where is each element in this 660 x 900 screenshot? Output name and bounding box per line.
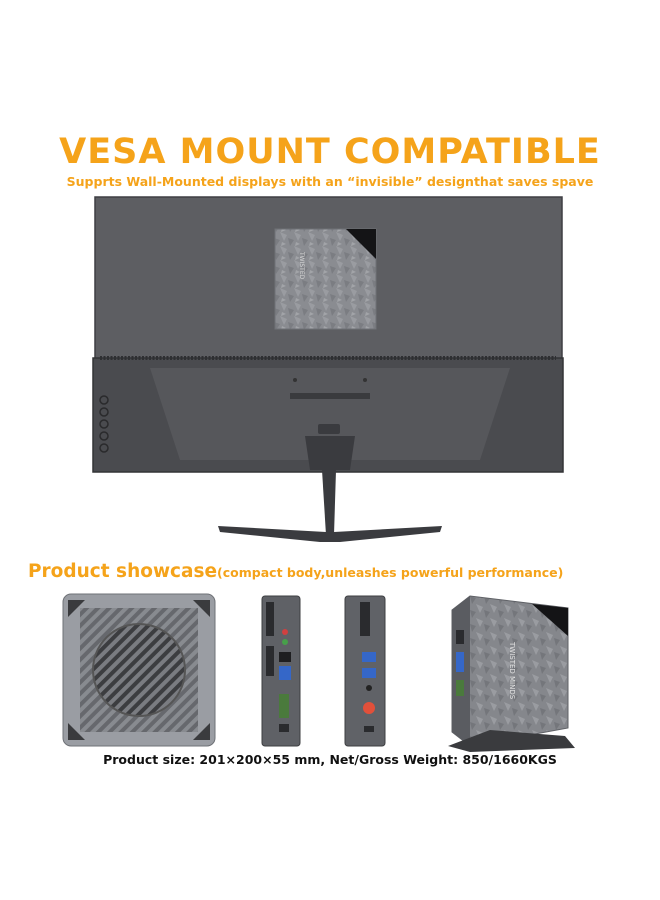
product-logo: TWISTED MINDS xyxy=(508,641,516,700)
headline: VESA MOUNT COMPATIBLE xyxy=(59,132,601,172)
showcase-title: Product showcase xyxy=(28,561,218,582)
showcase-heading: Product showcase(compact body,unleashes … xyxy=(28,561,563,582)
product-angled-view-with-stand: TWISTED MINDS xyxy=(448,595,575,752)
mounted-mini-pc: TWISTED xyxy=(274,228,377,330)
product-specs: Product size: 201×200×55 mm, Net/Gross W… xyxy=(103,752,557,767)
product-side-view-ports xyxy=(261,595,301,747)
monitor-illustration: TWISTED xyxy=(92,196,564,542)
showcase-subtitle: (compact body,unleashes powerful perform… xyxy=(217,565,564,580)
mounted-pc-logo: TWISTED xyxy=(298,251,305,280)
product-bottom-view xyxy=(62,593,216,747)
subheadline: Supprts Wall-Mounted displays with an “i… xyxy=(66,174,594,189)
monitor-side-buttons xyxy=(99,395,109,453)
product-showcase-images: TWISTED MINDS xyxy=(62,593,575,752)
product-front-view xyxy=(344,595,386,747)
monitor-stand xyxy=(218,424,442,542)
